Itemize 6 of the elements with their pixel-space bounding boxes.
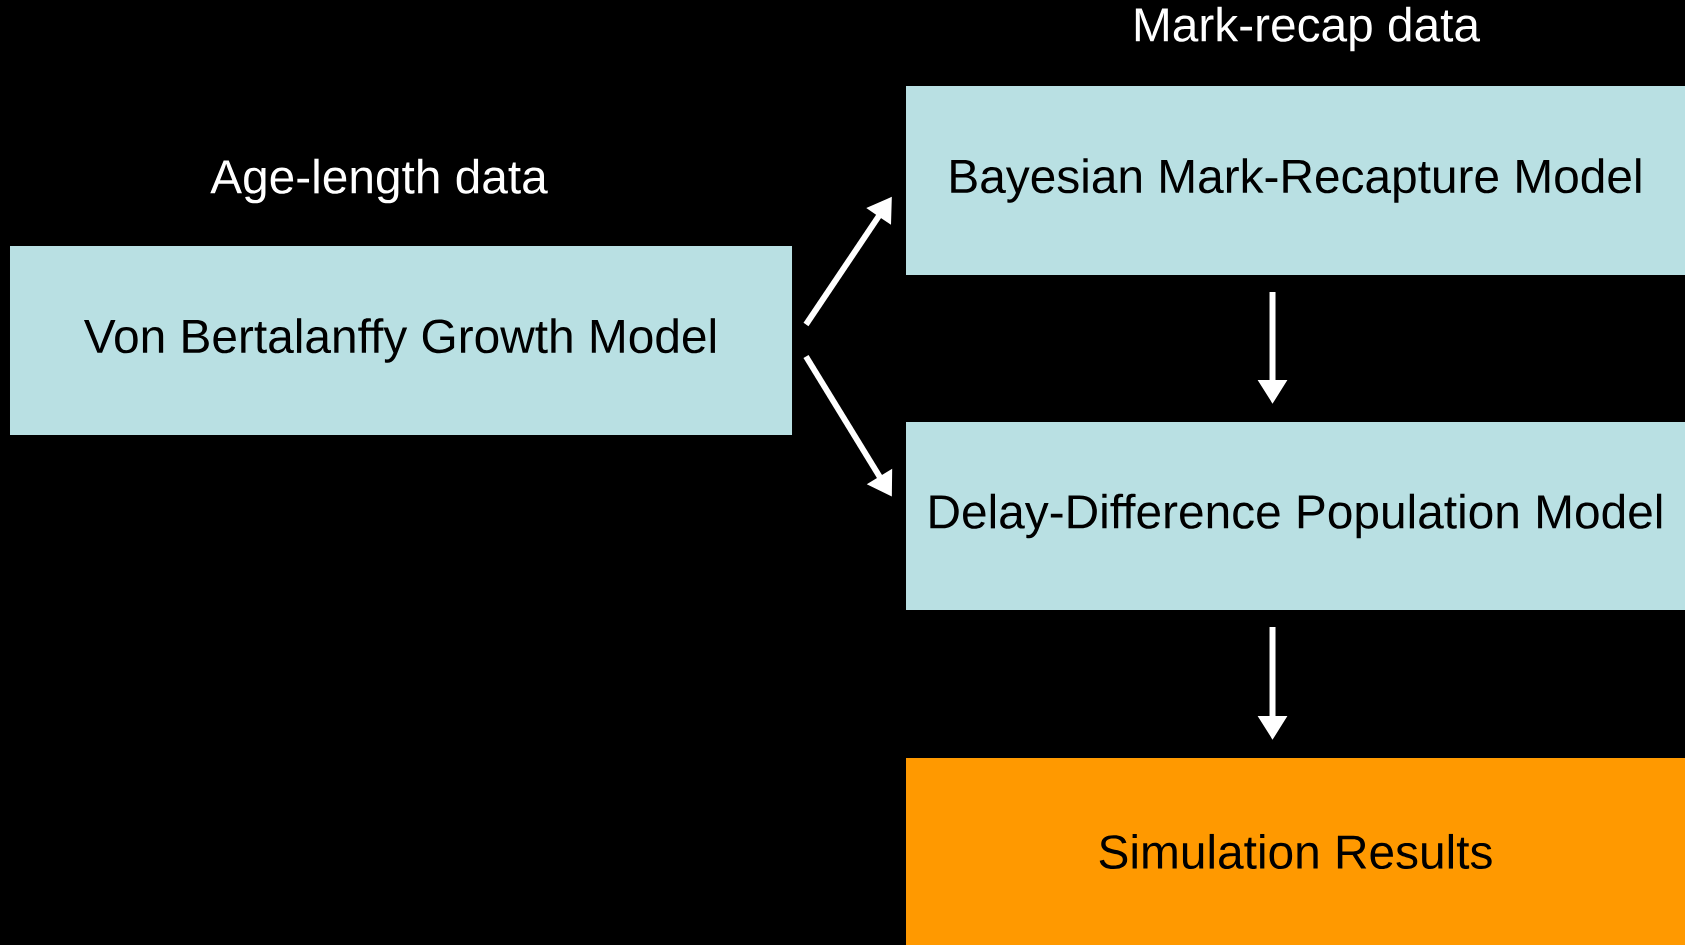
process-box: Simulation Results bbox=[906, 758, 1685, 945]
heading-text: Mark-recap data bbox=[1135, 6, 1480, 52]
process-box: Delay-Difference Population Model bbox=[906, 422, 1685, 610]
process-box: Bayesian Mark-Recapture Model bbox=[906, 86, 1685, 275]
process-box: Von Bertalanffy Growth Model bbox=[10, 246, 792, 435]
heading-text: Age-length data bbox=[210, 158, 548, 204]
